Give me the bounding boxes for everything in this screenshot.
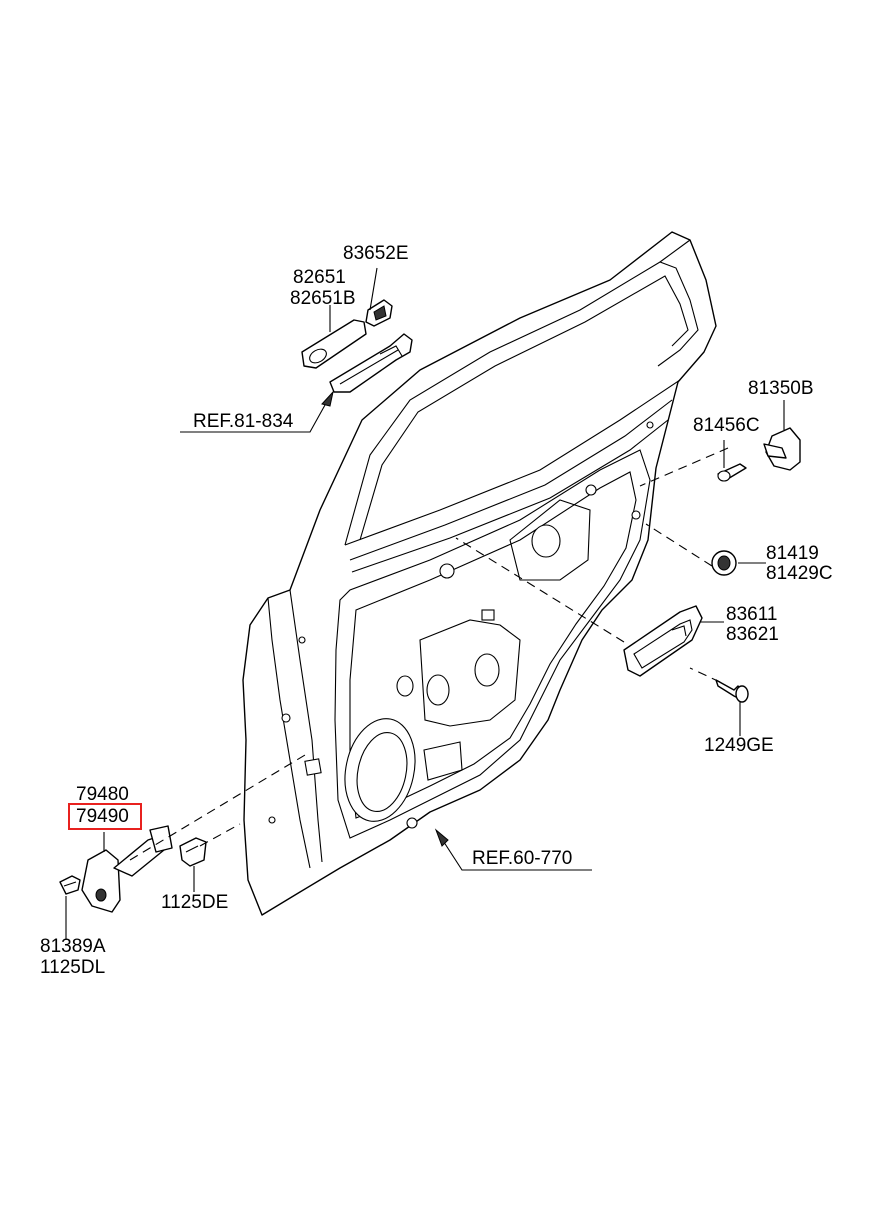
label-81456c: 81456C: [693, 415, 760, 436]
door-checker-part: [59, 825, 207, 913]
label-1125dl: 1125DL: [40, 957, 106, 978]
label-1249ge: 1249GE: [704, 735, 774, 756]
rear-door-panel: [242, 231, 717, 916]
label-83621: 83621: [726, 624, 779, 645]
label-82651: 82651: [293, 267, 346, 288]
label-83611: 83611: [726, 604, 778, 625]
label-ref-60-770: REF.60-770: [472, 848, 573, 869]
highlight-box-79490: [68, 803, 142, 830]
label-79490[interactable]: 79490: [76, 806, 129, 827]
leader-lines: [65, 267, 785, 940]
assembly-lines: [129, 447, 729, 861]
striker-part: [717, 427, 801, 482]
label-82651b: 82651B: [290, 288, 356, 309]
label-ref-81-834: REF.81-834: [193, 411, 294, 432]
label-79480: 79480: [76, 784, 129, 805]
label-81350b: 81350B: [748, 378, 814, 399]
label-1125de: 1125DE: [161, 892, 229, 913]
label-81419: 81419: [766, 543, 819, 564]
grommet-part: [711, 550, 737, 576]
label-81389a: 81389A: [40, 936, 106, 957]
screw-1249ge: [715, 679, 749, 703]
outside-handle-assembly: [301, 299, 413, 393]
label-83652e: 83652E: [343, 243, 409, 264]
label-81429c: 81429C: [766, 563, 833, 584]
inside-handle-bezel: [623, 605, 703, 677]
